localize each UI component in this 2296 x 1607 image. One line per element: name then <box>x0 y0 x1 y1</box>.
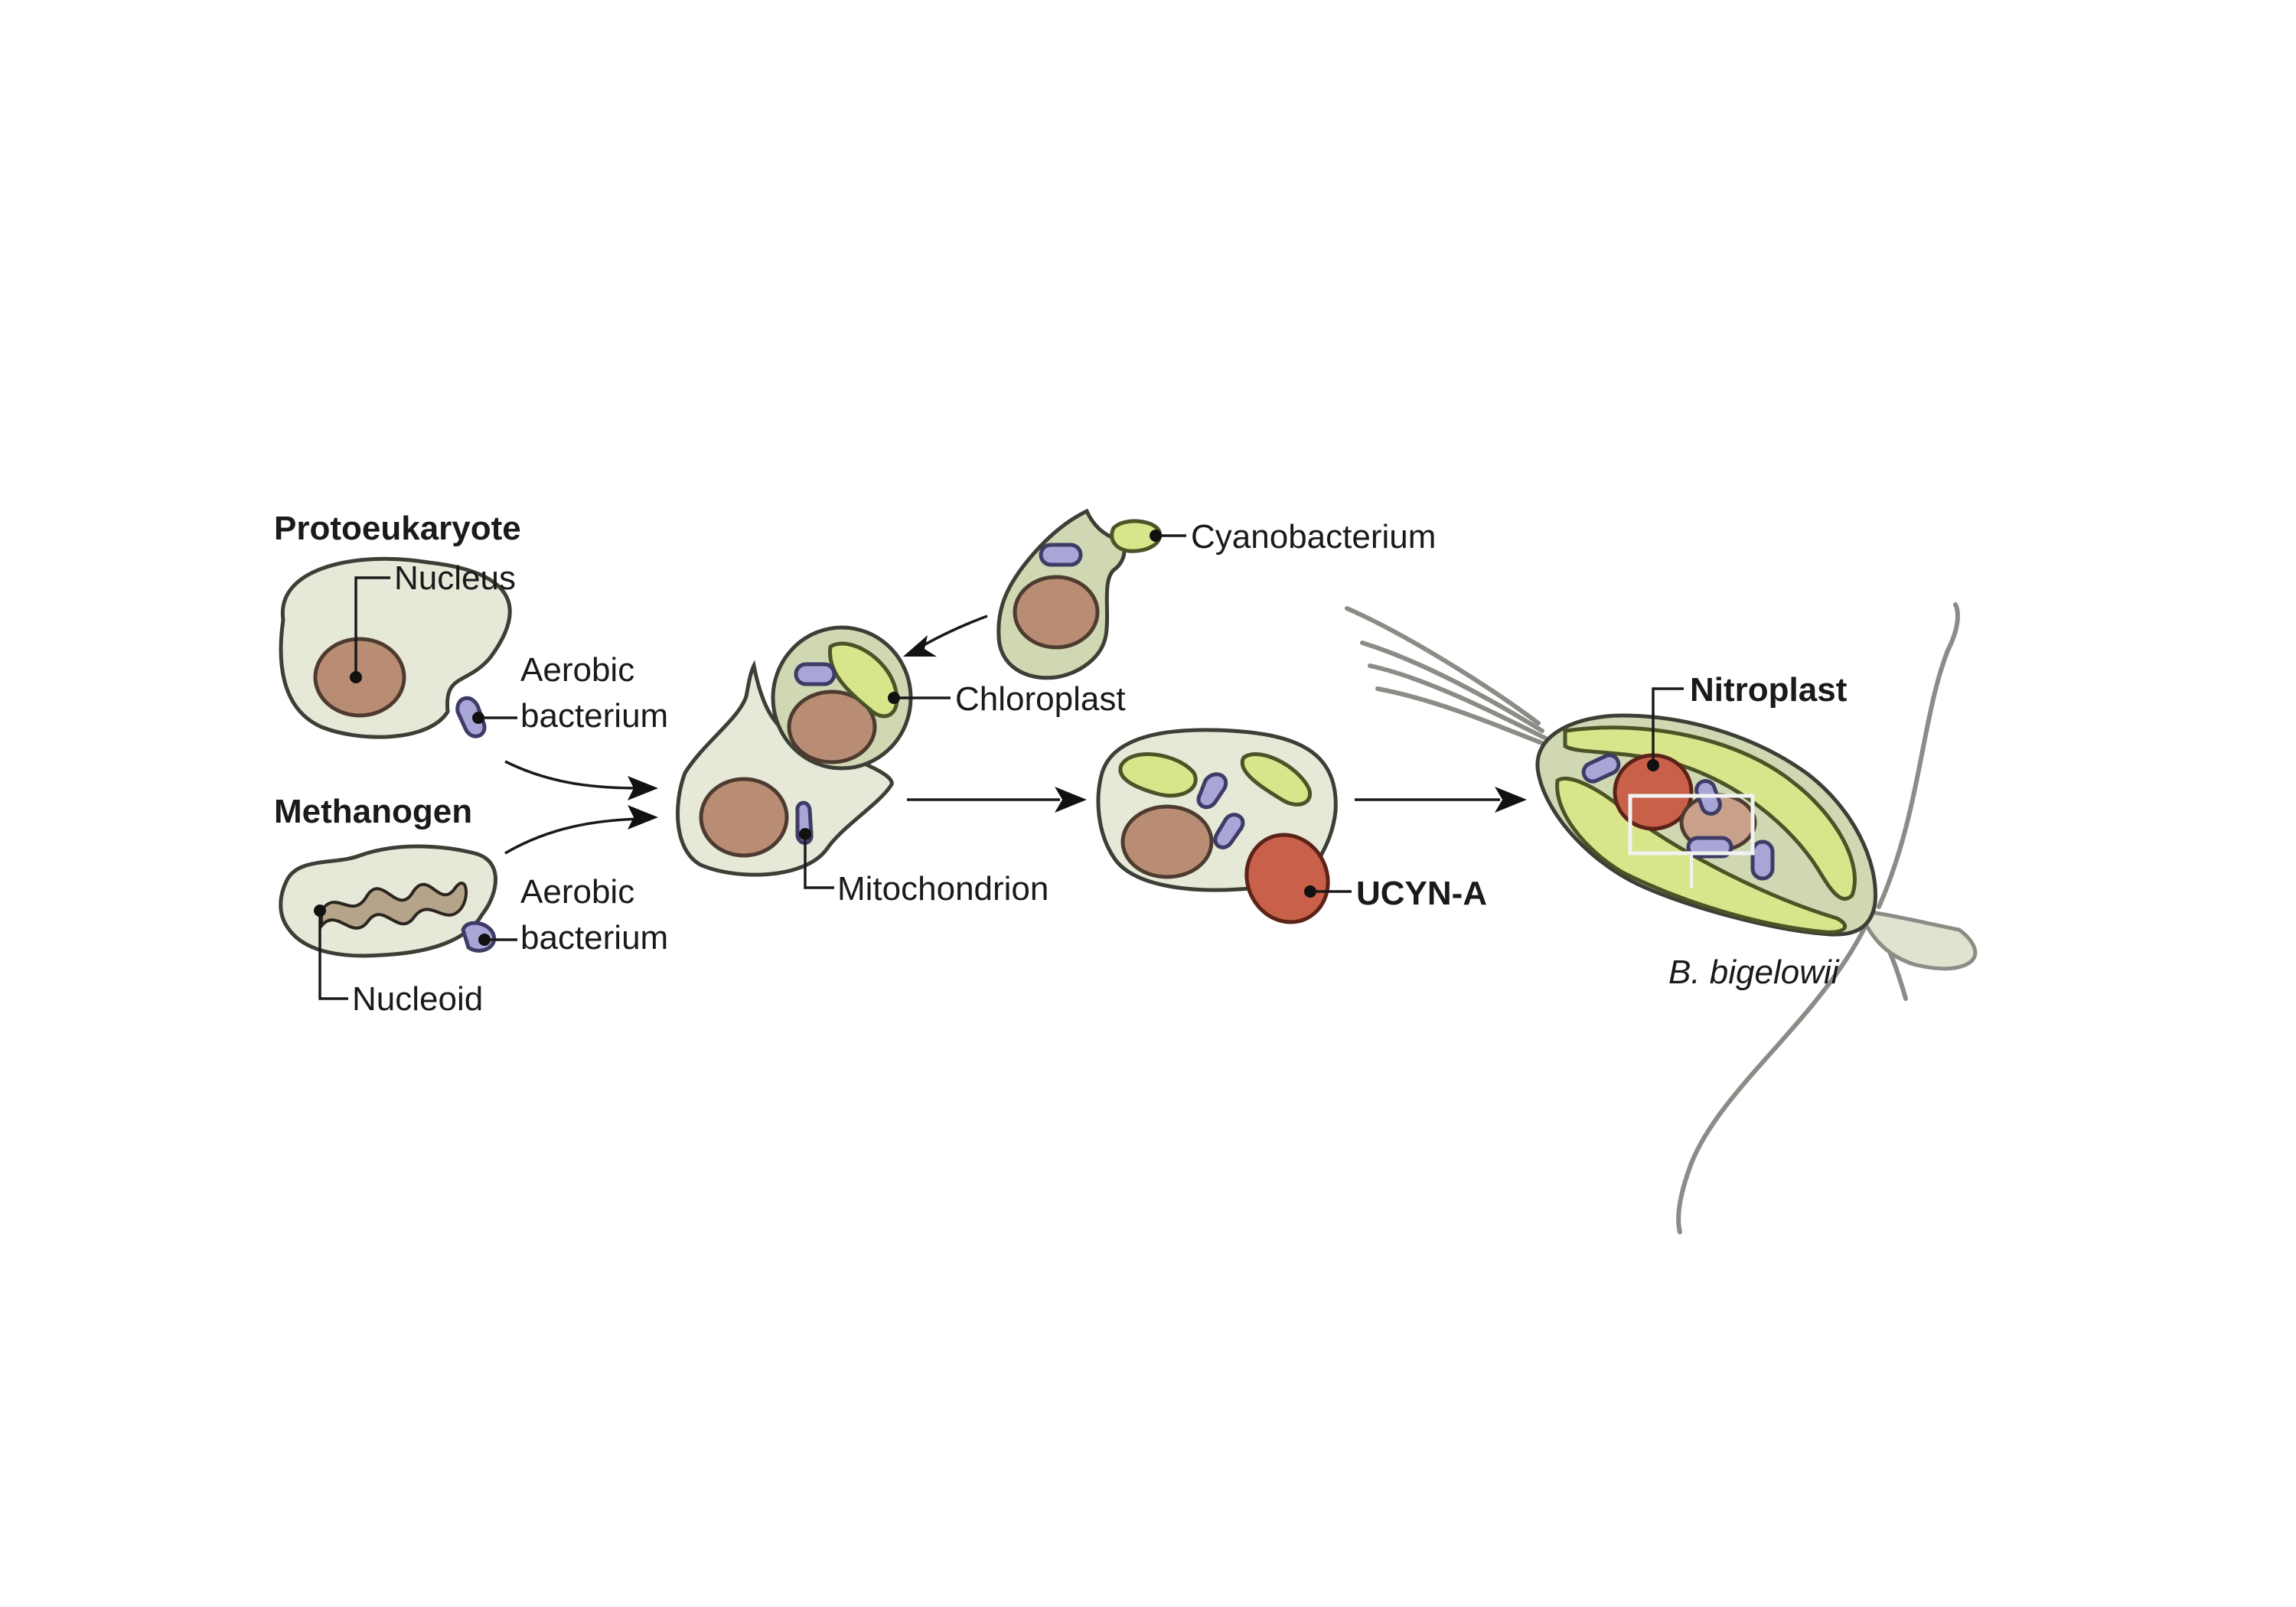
label-protoeukaryote: Protoeukaryote <box>274 510 521 547</box>
label-b-bigelowii: B. bigelowii <box>1668 953 1840 991</box>
label-methanogen: Methanogen <box>274 793 472 830</box>
leader-nucleus <box>354 576 390 677</box>
methanogen-cell <box>279 844 497 958</box>
algal-cell-with-ucyn-a <box>1096 728 1338 924</box>
label-cyanobacterium: Cyanobacterium <box>1191 518 1436 556</box>
nucleoid-structure <box>320 882 468 931</box>
label-ucyn-a: UCYN-A <box>1356 875 1487 912</box>
merge-arrows <box>504 760 658 855</box>
leader-nucleoid <box>318 911 348 1000</box>
label-aerobic-bacterium-2: Aerobic bacterium <box>520 873 668 957</box>
leader-nitroplast <box>1652 687 1684 765</box>
mitochondrion-small <box>794 662 837 686</box>
host-engulfing-cyanobacterium <box>996 508 1163 680</box>
cyanobacterium-organelle <box>1110 519 1163 553</box>
arrow-cyano-to-merged <box>914 614 988 652</box>
label-nitroplast: Nitroplast <box>1690 671 1848 709</box>
arrowhead-cyano <box>903 635 937 657</box>
engulfed-algal-cell <box>771 625 913 771</box>
ucyn-a-organism <box>1244 833 1330 924</box>
chloroplast-organelle <box>827 641 899 719</box>
label-nucleus: Nucleus <box>394 559 516 597</box>
label-aerobic-bacterium-1: Aerobic bacterium <box>520 651 668 735</box>
label-chloroplast: Chloroplast <box>955 680 1126 718</box>
b-bigelowii-cell <box>1345 602 1978 1234</box>
label-nucleoid: Nucleoid <box>352 980 483 1018</box>
leader-mitochondrion <box>804 834 834 889</box>
label-mitochondrion: Mitochondrion <box>837 870 1049 908</box>
nucleus-organelle-2 <box>699 777 789 858</box>
